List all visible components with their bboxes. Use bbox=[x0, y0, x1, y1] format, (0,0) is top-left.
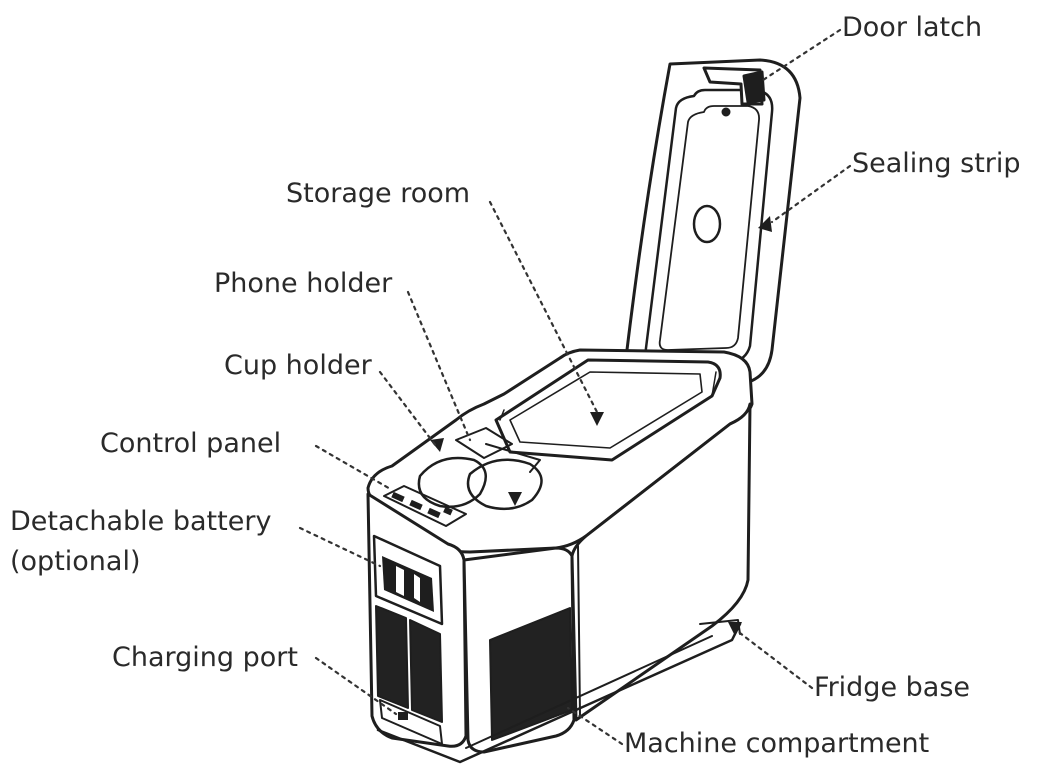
leader-control-panel bbox=[314, 444, 394, 492]
label-detachable-battery: Detachable battery bbox=[10, 506, 272, 537]
label-sealing-strip: Sealing strip bbox=[852, 148, 1021, 179]
label-machine-compartment: Machine compartment bbox=[624, 728, 930, 759]
label-charging-port: Charging port bbox=[112, 642, 298, 673]
control-panel-part bbox=[383, 485, 467, 527]
fridge-base-part bbox=[376, 619, 742, 764]
leader-door-latch bbox=[758, 28, 842, 84]
leader-charging-port bbox=[314, 656, 398, 716]
label-phone-holder: Phone holder bbox=[214, 268, 393, 299]
label-door-latch: Door latch bbox=[842, 12, 983, 43]
leader-machine-compartment bbox=[566, 706, 624, 746]
charging-port-part bbox=[375, 605, 443, 745]
leader-storage-room bbox=[488, 200, 600, 416]
label-cup-holder: Cup holder bbox=[224, 350, 372, 381]
label-control-panel: Control panel bbox=[100, 428, 282, 459]
leader-cup-holder bbox=[378, 370, 438, 448]
door-latch-part bbox=[702, 66, 766, 106]
battery-part bbox=[372, 534, 444, 626]
leader-sealing-strip bbox=[770, 164, 852, 224]
leader-fridge-base bbox=[734, 628, 814, 690]
lid bbox=[624, 58, 802, 390]
leader-detachable-battery bbox=[298, 526, 382, 568]
leader-phone-holder bbox=[406, 290, 472, 442]
label-detachable-battery-note: (optional) bbox=[10, 546, 141, 577]
storage-room-part bbox=[494, 358, 722, 462]
label-storage-room: Storage room bbox=[286, 178, 471, 209]
label-fridge-base: Fridge base bbox=[814, 672, 971, 703]
machine-compartment-part bbox=[489, 607, 573, 741]
cup-holder-part bbox=[417, 427, 543, 511]
lid-vent-circle bbox=[692, 204, 722, 244]
leader-lines bbox=[298, 28, 852, 746]
